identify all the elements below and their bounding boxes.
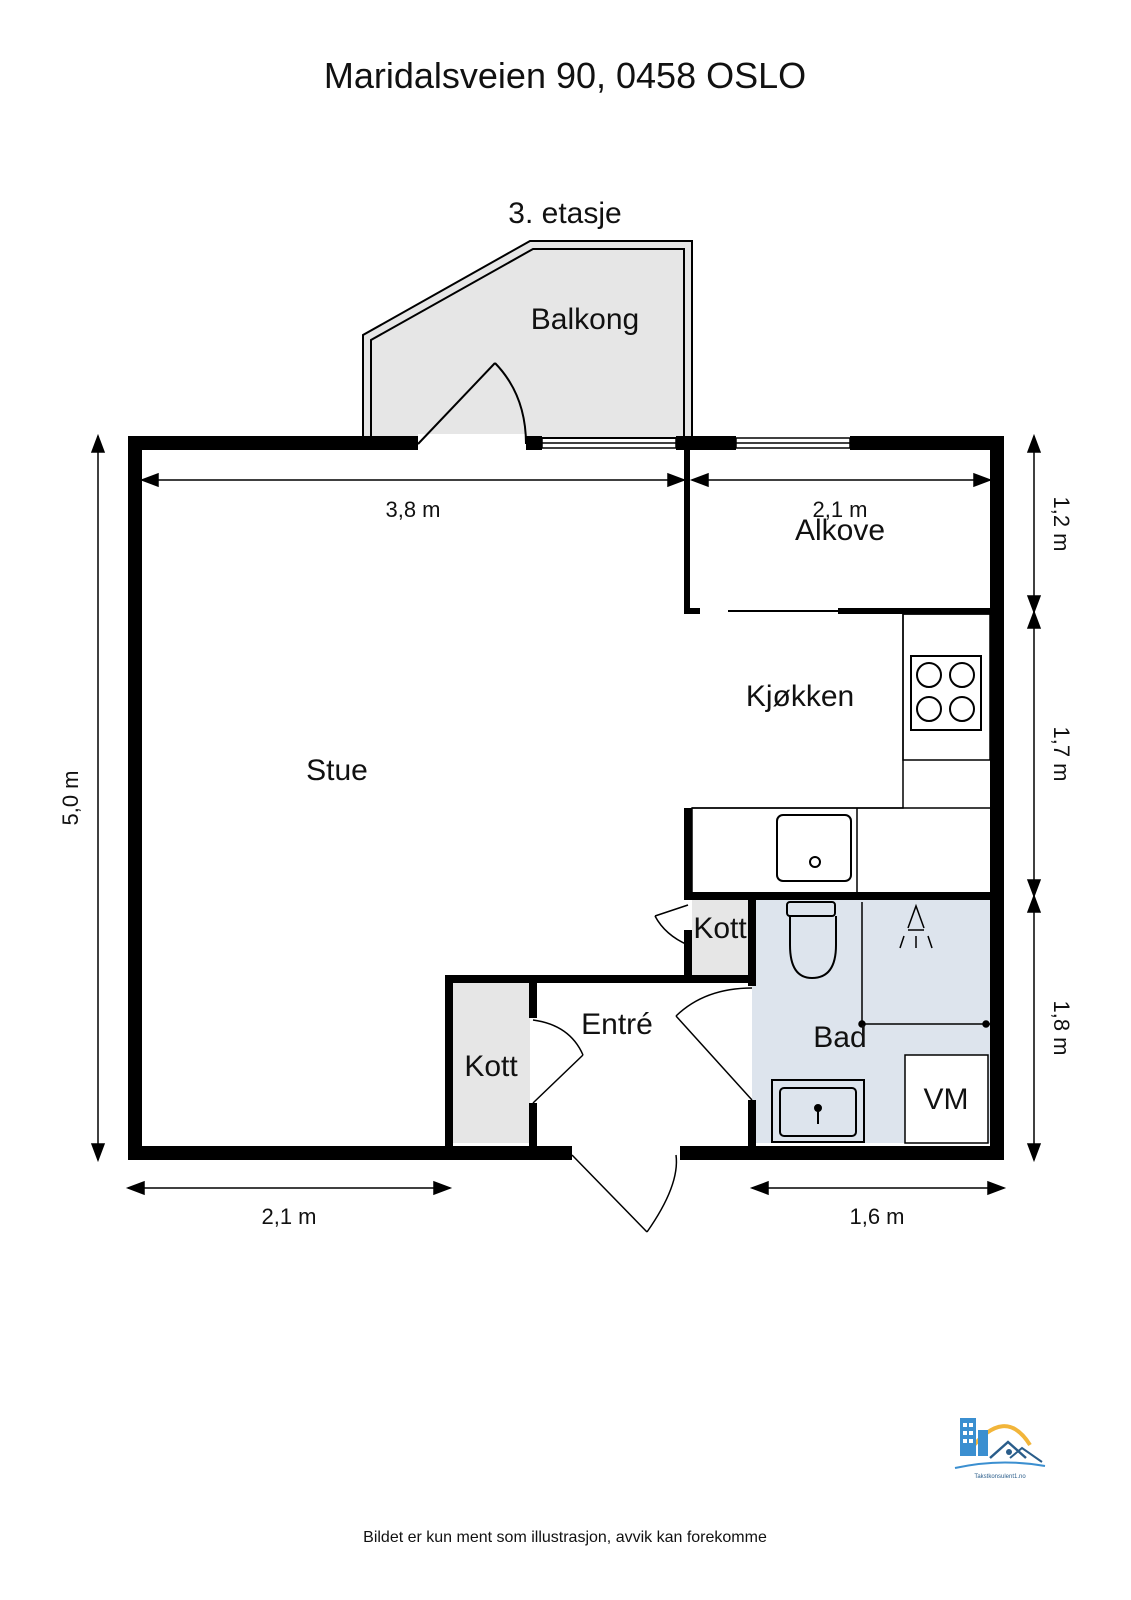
bath-door: [675, 987, 753, 1101]
stove-icon: [910, 655, 982, 731]
balcony: [362, 240, 693, 439]
room-label-alkove: Alkove: [795, 514, 885, 547]
logo-text: Takstkonsulent1.no: [974, 1474, 1026, 1480]
dim-right-top: 1,2 m: [1049, 496, 1074, 551]
closet-left-door: [532, 1019, 584, 1104]
shower-icon: [858, 902, 990, 1028]
room-label-bad: Bad: [813, 1021, 866, 1054]
room-label-entre: Entré: [581, 1008, 653, 1041]
bath-sink-icon: [771, 1079, 865, 1143]
address-title: Maridalsveien 90, 0458 OSLO: [324, 55, 806, 96]
room-label-balkong: Balkong: [531, 303, 639, 336]
dimension-lines: [90, 433, 1042, 1196]
closet-left-fill: [452, 983, 530, 1143]
outer-walls: [128, 436, 1004, 1160]
dim-bottom-right: 1,6 m: [849, 1204, 904, 1229]
inner-walls: [445, 446, 990, 1150]
entry-door: [571, 1154, 678, 1233]
washing-machine: [904, 1054, 989, 1144]
room-label-kott-top: Kott: [693, 912, 747, 945]
dim-bottom-left: 2,1 m: [261, 1204, 316, 1229]
toilet-icon: [786, 901, 837, 980]
floor-label: 3. etasje: [508, 197, 621, 230]
footer-disclaimer: Bildet er kun ment som illustrasjon, avv…: [363, 1529, 767, 1546]
kitchen-counters: [691, 613, 991, 892]
balcony-door: [417, 362, 527, 448]
dim-top-right: 2,1 m: [812, 497, 867, 522]
dim-right-bottom: 1,8 m: [1049, 1000, 1074, 1055]
dim-top-left: 3,8 m: [385, 497, 440, 522]
closet-top-fill: [692, 899, 752, 975]
kitchen-sink-icon: [776, 814, 852, 882]
company-logo: Takstkonsulent1.no: [954, 1418, 1046, 1480]
room-label-kott-left: Kott: [464, 1050, 518, 1083]
dim-right-middle: 1,7 m: [1049, 726, 1074, 781]
room-label-vm: VM: [924, 1083, 969, 1116]
dim-left: 5,0 m: [58, 770, 83, 825]
room-label-kjokken: Kjøkken: [746, 680, 854, 713]
closet-top-door: [654, 904, 689, 946]
windows: [541, 437, 851, 449]
room-label-stue: Stue: [306, 754, 368, 787]
